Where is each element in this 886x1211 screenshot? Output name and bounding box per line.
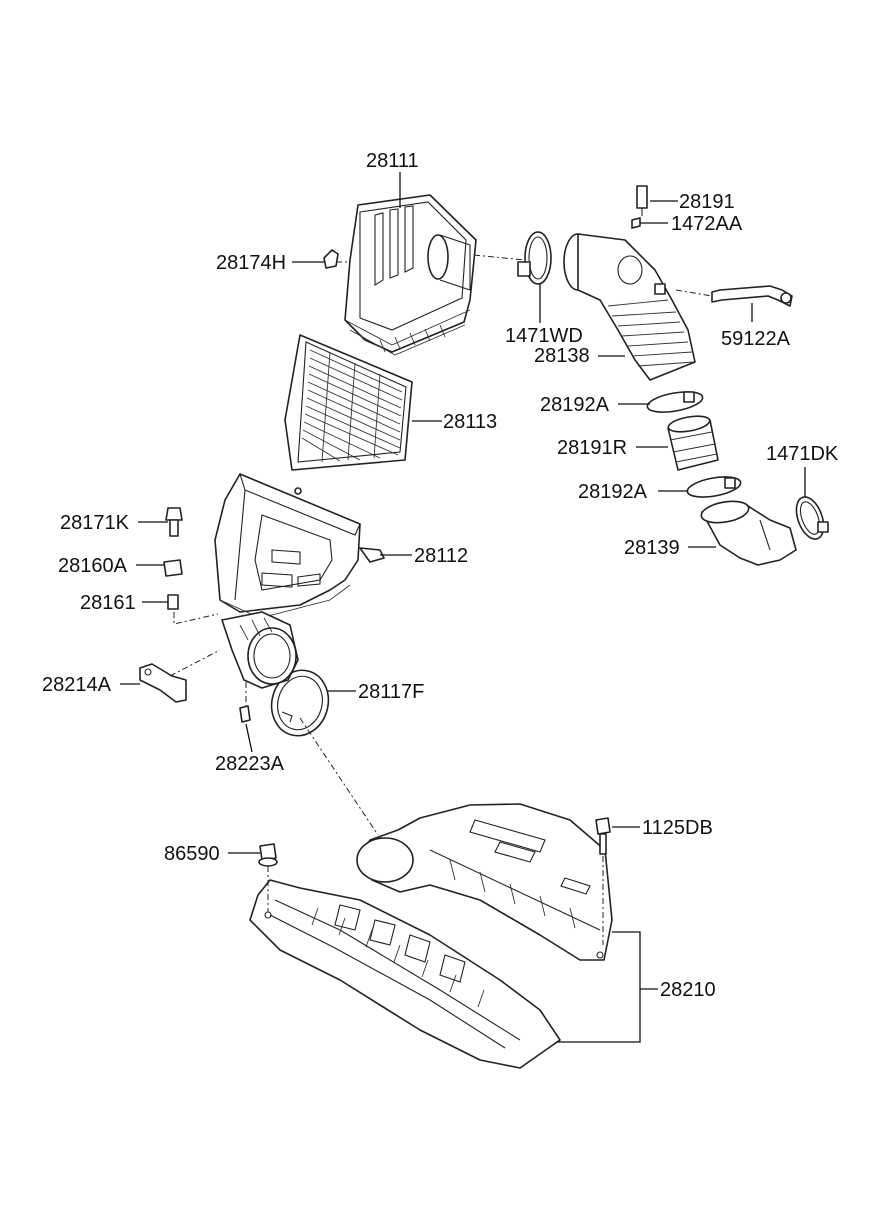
leader-lines — [120, 172, 806, 1043]
label-28214a: 28214A — [42, 674, 112, 696]
label-1472aa: 1472AA — [671, 213, 743, 235]
part-28138-hose — [563, 233, 696, 381]
label-28174h: 28174H — [216, 252, 286, 274]
label-28161: 28161 — [80, 592, 136, 614]
label-28117f: 28117F — [358, 681, 424, 703]
part-28191r-hose — [667, 415, 719, 471]
part-28223a-clip — [239, 705, 251, 723]
label-59122a: 59122A — [721, 328, 791, 350]
part-28160a-grommet — [163, 559, 183, 577]
label-28138: 28138 — [534, 345, 590, 367]
label-28113: 28113 — [443, 411, 497, 433]
part-28171k-bolt — [165, 507, 183, 537]
label-1471dk: 1471DK — [766, 443, 839, 465]
label-28223a: 28223A — [215, 753, 285, 775]
label-28160a: 28160A — [58, 555, 128, 577]
part-86590-nut — [258, 843, 278, 867]
part-28139-duct — [700, 500, 797, 566]
label-28192a-1: 28192A — [540, 394, 610, 416]
label-28210: 28210 — [660, 979, 716, 1001]
part-28161-collar — [167, 594, 179, 610]
part-28111-cover — [344, 194, 477, 356]
label-28111: 28111 — [366, 150, 419, 172]
part-28192a-clamp-1 — [646, 391, 704, 413]
part-28117f-seal — [270, 669, 330, 737]
part-28174h-clip — [323, 249, 339, 269]
part-28210-duct-assembly — [249, 803, 613, 1069]
part-28112-outlet — [221, 611, 299, 689]
part-1471wd-clamp — [517, 231, 552, 285]
label-28192a-2: 28192A — [578, 481, 648, 503]
part-28112-body — [214, 473, 385, 619]
part-1471dk-clamp — [795, 496, 829, 540]
part-1125db-bolt — [595, 817, 611, 855]
part-28113-filter — [284, 334, 413, 471]
label-28139: 28139 — [624, 537, 680, 559]
part-28191-sensor — [636, 185, 648, 216]
label-28191: 28191 — [679, 191, 735, 213]
label-28112: 28112 — [414, 545, 468, 567]
part-59122a-hose — [711, 285, 793, 307]
part-28214a-bracket — [139, 663, 187, 703]
label-1471wd: 1471WD — [505, 325, 583, 347]
part-1472aa-screw — [631, 217, 641, 229]
part-28192a-clamp-2 — [686, 476, 742, 498]
label-28191r: 28191R — [557, 437, 627, 459]
label-28171k: 28171K — [60, 512, 130, 534]
label-86590: 86590 — [164, 843, 220, 865]
label-1125db: 1125DB — [642, 817, 713, 839]
